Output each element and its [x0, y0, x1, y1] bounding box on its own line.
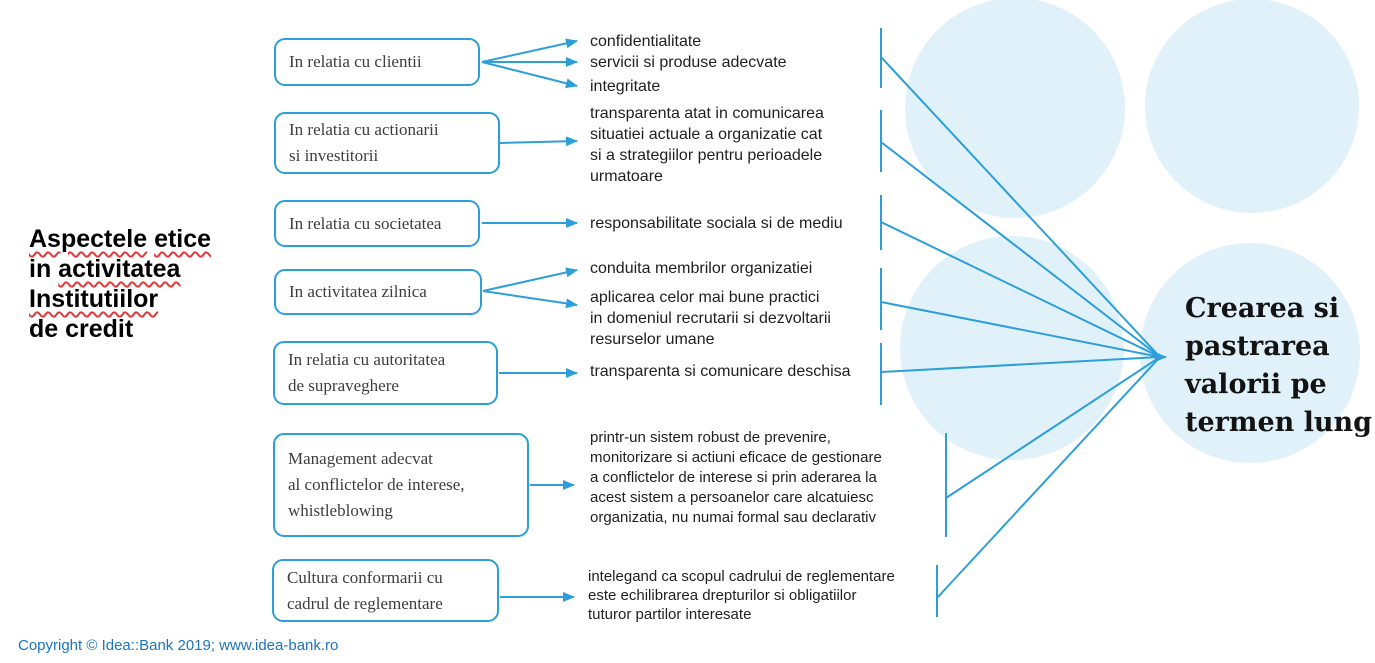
convergence-line — [880, 356, 1161, 373]
detail-item: integritate — [590, 78, 661, 95]
convergence-line — [945, 356, 1161, 499]
convergence-line — [880, 221, 1161, 358]
detail-item: confidentialitate — [590, 33, 702, 50]
convergence-line — [936, 356, 1161, 599]
convergence-line — [880, 56, 1161, 358]
connector-line — [482, 267, 578, 292]
detail-item: intelegand ca scopul cadrului de regleme… — [588, 568, 895, 623]
page-title: Aspectele etice in activitatea Instituti… — [29, 224, 211, 344]
background-circle — [1145, 0, 1359, 213]
connector-line — [482, 290, 578, 309]
title-word: in — [29, 255, 52, 283]
connector-lines — [481, 28, 1167, 617]
detail-item: transparenta si comunicare deschisa — [590, 363, 851, 380]
title-line: de credit — [29, 314, 211, 344]
background-circle — [900, 236, 1124, 460]
convergence-line — [880, 141, 1161, 358]
background-circle — [1140, 243, 1360, 463]
title-word: de credit — [29, 315, 134, 343]
detail-item: servicii si produse adecvate — [590, 54, 787, 71]
connector-line — [481, 38, 578, 63]
title-line: Aspectele etice — [29, 224, 211, 254]
background-circle — [905, 0, 1125, 218]
title-line: Institutiilor — [29, 284, 211, 314]
convergence-line — [880, 301, 1161, 358]
connector-line — [499, 136, 578, 147]
title-line: in activitatea — [29, 254, 211, 284]
title-word: activitatea — [58, 255, 181, 283]
detail-item: printr-un sistem robust de prevenire,mon… — [590, 429, 882, 526]
connector-line — [481, 61, 578, 89]
node-box-zilnica: In activitatea zilnica — [274, 269, 482, 315]
title-word: etice — [154, 225, 212, 253]
title-word: Aspectele — [29, 225, 148, 253]
detail-item: conduita membrilor organizatiei — [590, 260, 813, 277]
copyright-text: Copyright © Idea::Bank 2019; www.idea-ba… — [18, 637, 339, 654]
background-circles — [900, 0, 1360, 463]
node-box-societatea: In relatia cu societatea — [274, 200, 480, 247]
title-word: Institutiilor — [29, 285, 159, 313]
detail-item: responsabilitate sociala si de mediu — [590, 215, 843, 232]
node-box-clientii: In relatia cu clientii — [274, 38, 480, 86]
